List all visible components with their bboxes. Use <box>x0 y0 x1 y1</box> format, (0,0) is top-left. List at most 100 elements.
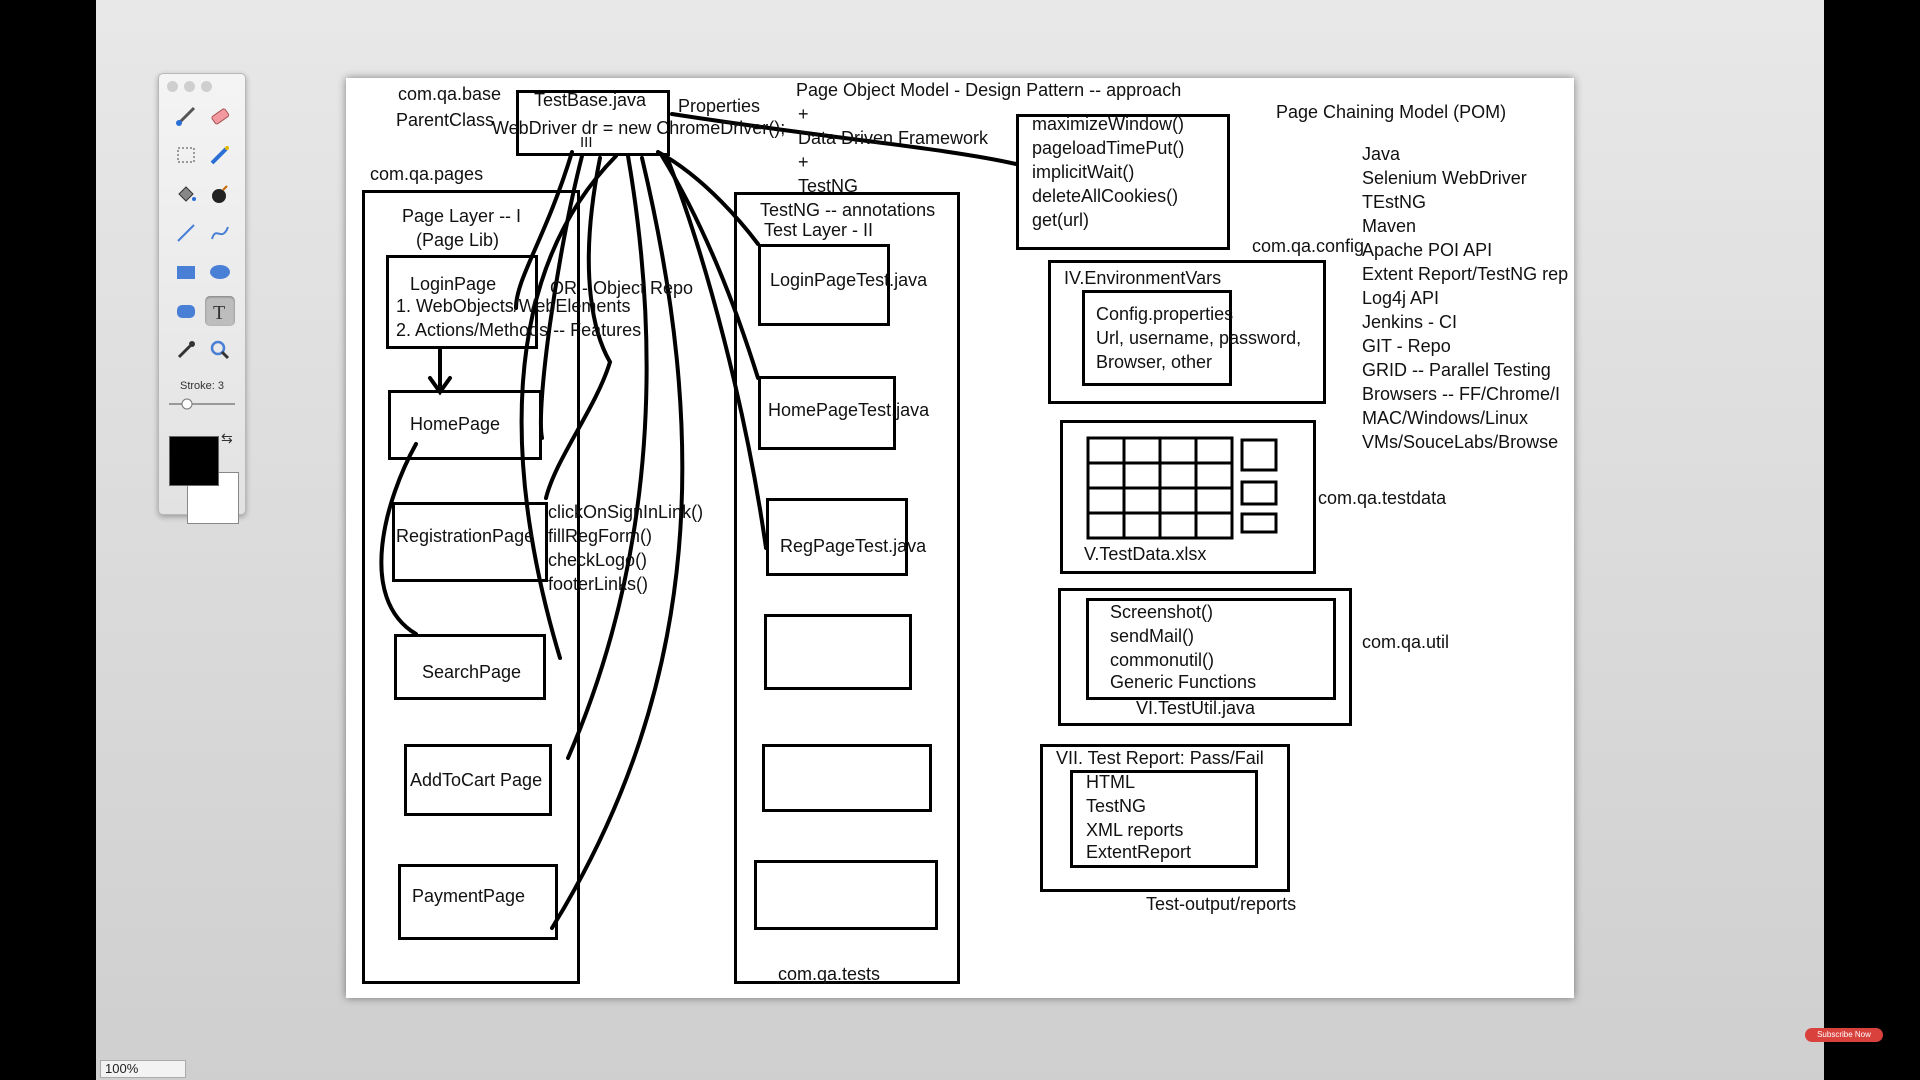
config-box <box>1082 290 1232 386</box>
login-page-line-1: 1. WebObjects/WebElements <box>396 296 631 316</box>
rounded-rectangle-icon[interactable] <box>171 296 201 326</box>
testng-label: TestNG <box>798 176 859 196</box>
home-test-box <box>758 376 896 450</box>
stroke-slider[interactable] <box>167 396 237 418</box>
plus-sign-2: + <box>798 152 809 172</box>
zoom-level-field[interactable]: 100% <box>100 1060 186 1078</box>
tech-item: MAC/Windows/Linux <box>1362 408 1529 428</box>
browser-method: deleteAllCookies() <box>1032 186 1179 206</box>
browser-method: maximizeWindow() <box>1032 114 1185 134</box>
magic-wand-icon[interactable] <box>205 140 235 170</box>
tech-item: Maven <box>1362 216 1417 236</box>
brush-icon[interactable] <box>171 101 201 131</box>
ellipse-icon[interactable] <box>205 257 235 287</box>
config-line: Url, username, password, <box>1096 328 1302 348</box>
spreadsheet-icon <box>1086 436 1278 540</box>
reg-test-box <box>766 498 908 576</box>
report-item: TestNG <box>1086 796 1147 816</box>
login-test-label: LoginPageTest.java <box>770 270 928 290</box>
registration-page-box <box>392 502 548 582</box>
tech-item: GRID -- Parallel Testing <box>1362 360 1551 380</box>
drawing-canvas[interactable]: com.qa.base ParentClass TestBase.java We… <box>346 78 1574 998</box>
foreground-color-swatch[interactable] <box>169 436 219 486</box>
util-method: commonutil() <box>1110 650 1215 670</box>
util-method: Generic Functions <box>1110 672 1257 692</box>
config-line: Config.properties <box>1096 304 1234 324</box>
login-page-line-2: 2. Actions/Methods -- Features <box>396 320 642 340</box>
tech-item: GIT - Repo <box>1362 336 1451 356</box>
eyedropper-icon[interactable] <box>171 335 201 365</box>
tech-item: Java <box>1362 144 1401 164</box>
tests-package-label: com.qa.tests <box>778 964 881 984</box>
report-inner-box <box>1070 770 1258 868</box>
tech-item: Jenkins - CI <box>1362 312 1458 332</box>
bomb-icon[interactable] <box>205 179 235 209</box>
testbase-box <box>516 90 670 156</box>
subscribe-button[interactable]: Subscribe Now <box>1805 1028 1883 1042</box>
tool-palette: T Stroke: 3 ⇆ <box>158 73 246 524</box>
paint-bucket-icon[interactable] <box>171 179 201 209</box>
swap-colors-icon[interactable]: ⇆ <box>221 430 233 446</box>
registration-page-label: RegistrationPage <box>396 526 535 546</box>
rectangle-icon[interactable] <box>171 257 201 287</box>
util-inner-box <box>1086 598 1336 700</box>
hand-drawn-arrows <box>379 112 1278 930</box>
config-line: Browser, other <box>1096 352 1213 372</box>
curve-icon[interactable] <box>205 218 235 248</box>
util-package-label: com.qa.util <box>1362 632 1450 652</box>
palette-window-controls <box>167 79 218 97</box>
stroke-label: Stroke: 3 <box>179 380 225 392</box>
report-path-label: Test-output/reports <box>1146 894 1297 914</box>
data-driven-label: Data Driven Framework <box>798 128 989 148</box>
env-vars-title: IV.EnvironmentVars <box>1064 268 1222 288</box>
marquee-select-icon[interactable] <box>171 140 201 170</box>
page-method: fillRegForm() <box>548 526 653 546</box>
search-page-box <box>394 634 546 700</box>
webdriver-line: WebDriver dr = new ChromeDriver(); <box>492 118 786 138</box>
report-item: ExtentReport <box>1086 842 1192 862</box>
payment-page-label: PaymentPage <box>412 886 526 906</box>
page-layer-subtitle: (Page Lib) <box>416 230 500 250</box>
login-page-label: LoginPage <box>410 274 497 294</box>
page-method: footerLinks() <box>548 574 649 594</box>
testutil-title: VI.TestUtil.java <box>1136 698 1256 718</box>
empty-test-box-2 <box>762 744 932 812</box>
report-item: HTML <box>1086 772 1135 792</box>
testdata-package-label: com.qa.testdata <box>1318 488 1447 508</box>
object-repo-label: OR - Object Repo <box>550 278 694 298</box>
browser-method: pageloadTimePut() <box>1032 138 1185 158</box>
zoom-dot[interactable] <box>201 81 212 92</box>
base-package-label: com.qa.base <box>398 84 502 104</box>
tech-item: Log4j API <box>1362 288 1440 308</box>
roman-three-label: III <box>580 134 593 151</box>
testdata-title: V.TestData.xlsx <box>1084 544 1207 564</box>
util-method: Screenshot() <box>1110 602 1214 622</box>
testdata-box <box>1060 420 1316 574</box>
line-icon[interactable] <box>171 218 201 248</box>
payment-page-box <box>398 864 558 940</box>
test-layer-title: TestNG -- annotations <box>760 200 936 220</box>
login-test-box <box>758 244 890 326</box>
svg-text:T: T <box>213 302 225 323</box>
page-method: clickOnSignInLink() <box>548 502 704 522</box>
browser-method: get(url) <box>1032 210 1090 230</box>
close-dot[interactable] <box>167 81 178 92</box>
text-icon[interactable]: T <box>205 296 235 326</box>
minimize-dot[interactable] <box>184 81 195 92</box>
home-test-label: HomePageTest.java <box>768 400 930 420</box>
page-layer-title: Page Layer -- I <box>402 206 522 226</box>
plus-sign-1: + <box>798 104 809 124</box>
tech-item: Apache POI API <box>1362 240 1493 260</box>
pages-package-label: com.qa.pages <box>370 164 484 184</box>
browser-method: implicitWait() <box>1032 162 1135 182</box>
report-item: XML reports <box>1086 820 1184 840</box>
search-page-label: SearchPage <box>422 662 522 682</box>
tech-item: TEstNG <box>1362 192 1427 212</box>
testutil-box <box>1058 588 1352 726</box>
config-package-label: com.qa.config <box>1252 236 1365 256</box>
zoom-icon[interactable] <box>205 335 235 365</box>
environment-vars-box <box>1048 260 1326 404</box>
test-layer-subtitle: Test Layer - II <box>764 220 874 240</box>
page-layer-box <box>362 190 580 984</box>
eraser-icon[interactable] <box>205 101 235 131</box>
